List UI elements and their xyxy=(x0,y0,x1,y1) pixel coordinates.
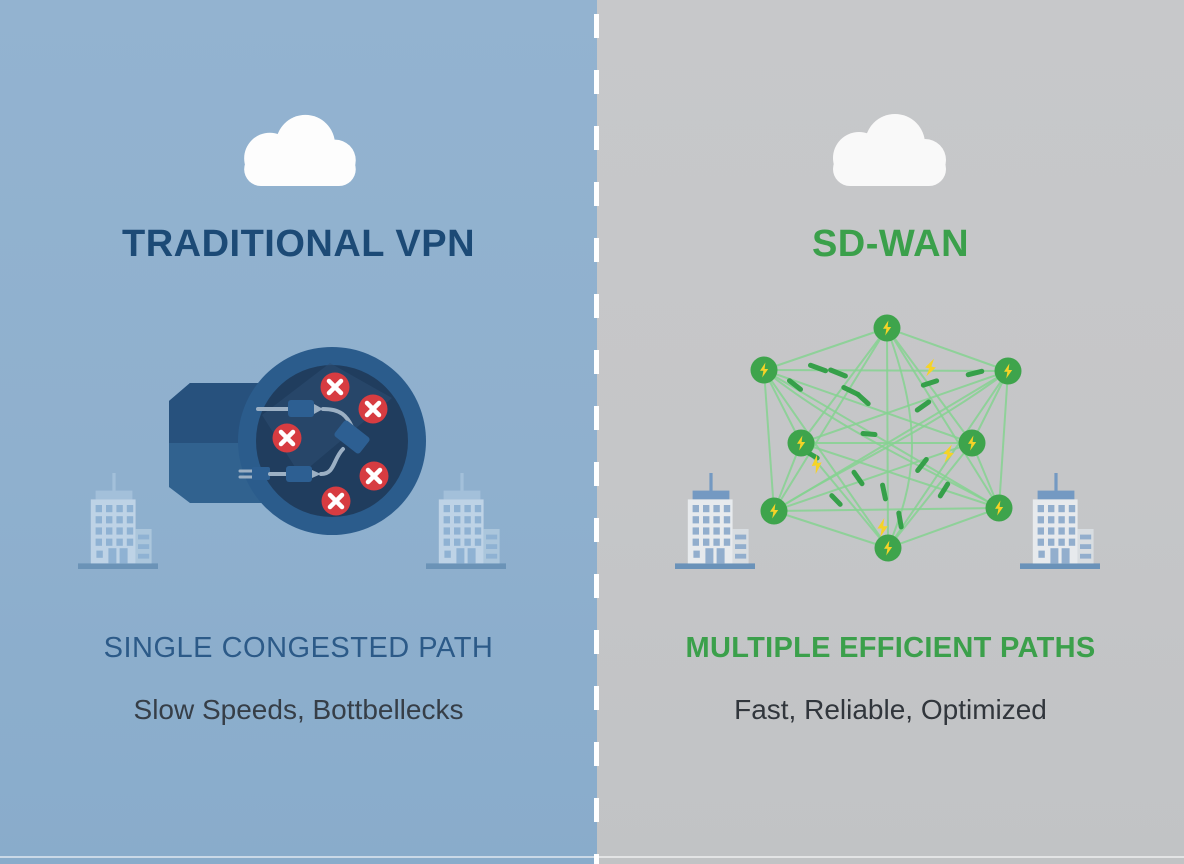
network-node-icon xyxy=(873,314,901,342)
cable-plug-icon xyxy=(238,400,370,482)
mesh-active-dashes xyxy=(786,362,985,530)
network-node-icon xyxy=(958,429,986,457)
network-node-icon xyxy=(994,357,1022,385)
network-node-icon xyxy=(874,534,902,562)
error-x-icon xyxy=(320,372,350,402)
sd-wan-panel: SD-WAN xyxy=(597,0,1184,864)
building-icon xyxy=(426,473,506,569)
bottom-edge-highlight xyxy=(0,856,1184,858)
lightning-bolt-icon xyxy=(941,443,956,464)
right-panel-caption: Fast, Reliable, Optimized xyxy=(734,694,1047,725)
left-panel-title: TRADITIONAL VPN xyxy=(121,223,476,265)
right-panel-subtitle: MULTIPLE EFFICIENT PATHS xyxy=(685,632,1096,664)
lightning-bolt-icon xyxy=(923,357,938,378)
building-icon xyxy=(1020,473,1100,569)
mesh-network-illustration xyxy=(675,314,1100,569)
error-x-icon xyxy=(358,394,388,424)
network-node-icon xyxy=(760,497,788,525)
vpn-tunnel-illustration xyxy=(78,347,506,569)
building-icon xyxy=(78,473,158,569)
right-panel-title: SD-WAN xyxy=(811,223,970,265)
error-x-icon xyxy=(272,423,302,453)
error-x-icon xyxy=(321,486,351,516)
network-node-icon xyxy=(787,429,815,457)
left-panel-subtitle: SINGLE CONGESTED PATH xyxy=(103,632,494,664)
left-panel-caption: Slow Speeds, Bottbellecks xyxy=(133,694,464,725)
network-node-icon xyxy=(750,356,778,384)
error-x-icons xyxy=(272,372,389,516)
building-icon xyxy=(675,473,755,569)
error-x-icon xyxy=(359,461,389,491)
network-node-icon xyxy=(985,494,1013,522)
dashed-divider xyxy=(594,0,599,864)
traditional-vpn-panel: TRADITIONAL VPN xyxy=(0,0,597,864)
mesh-nodes xyxy=(750,314,1022,562)
